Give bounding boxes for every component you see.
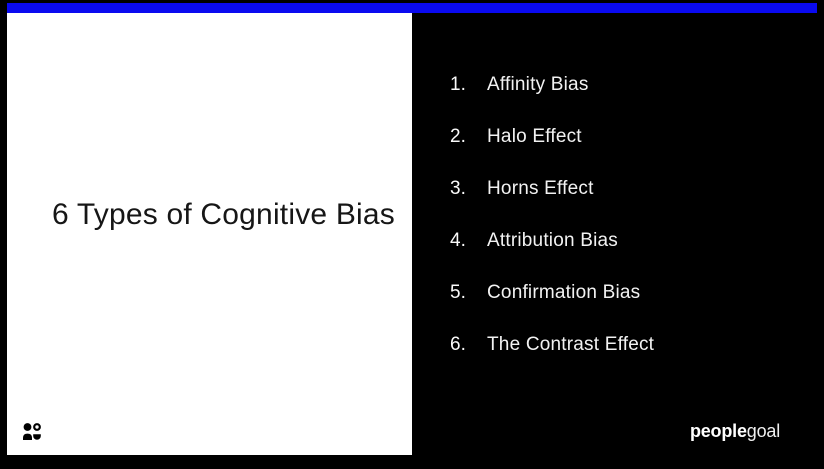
list-item-label: Attribution Bias (487, 230, 618, 251)
title-panel: 6 Types of Cognitive Bias (7, 13, 412, 455)
logo-text-light: goal (746, 421, 780, 441)
list-item-number: 5. (450, 282, 466, 303)
list-item: 6. The Contrast Effect (450, 319, 807, 371)
list-item-number: 4. (450, 230, 466, 251)
list-item-number: 6. (450, 334, 466, 355)
list-item-label: Halo Effect (487, 126, 582, 147)
list-panel: 1. Affinity Bias 2. Halo Effect 3. Horns… (412, 13, 817, 455)
list-item: 1. Affinity Bias (450, 59, 807, 111)
list-item-label: Horns Effect (487, 178, 594, 199)
peoplegoal-logo: peoplegoal (690, 421, 780, 442)
logo-text-bold: people (689, 421, 747, 441)
list-item-label: Affinity Bias (487, 74, 589, 95)
people-icon (22, 423, 42, 441)
bias-list: 1. Affinity Bias 2. Halo Effect 3. Horns… (450, 59, 807, 371)
list-item-number: 3. (450, 178, 466, 199)
top-accent-bar (7, 3, 817, 13)
list-item-number: 2. (450, 126, 466, 147)
list-item: 2. Halo Effect (450, 111, 807, 163)
list-item-number: 1. (450, 74, 466, 95)
list-item: 4. Attribution Bias (450, 215, 807, 267)
slide: 6 Types of Cognitive Bias (7, 3, 817, 455)
list-item: 3. Horns Effect (450, 163, 807, 215)
slide-title: 6 Types of Cognitive Bias (52, 198, 395, 231)
slide-content: 6 Types of Cognitive Bias (7, 13, 817, 455)
list-item: 5. Confirmation Bias (450, 267, 807, 319)
list-item-label: The Contrast Effect (487, 334, 655, 355)
list-item-label: Confirmation Bias (487, 282, 641, 303)
